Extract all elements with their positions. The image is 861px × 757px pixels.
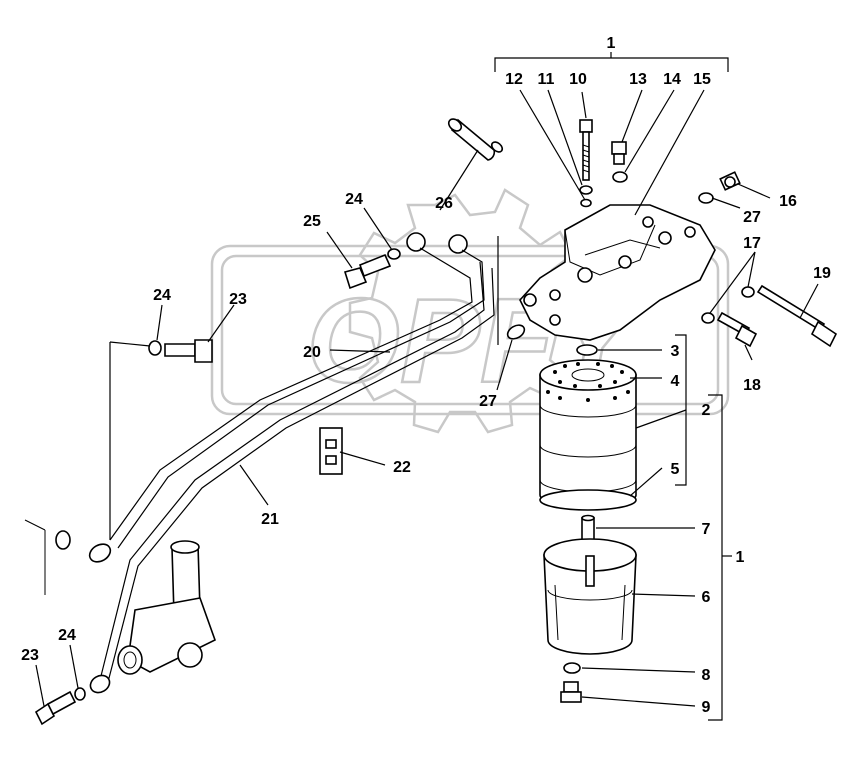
label-3: 3 [671, 343, 680, 360]
drain-plug-9 [560, 681, 582, 703]
label-11: 11 [538, 71, 555, 88]
filter-element [539, 359, 637, 508]
filter-head [519, 204, 716, 341]
label-8: 8 [702, 667, 711, 684]
label-4: 4 [671, 373, 680, 390]
label-24-lower: 24 [58, 627, 76, 644]
label-26: 26 [435, 195, 453, 212]
label-19: 19 [813, 265, 831, 282]
sleeve-part [447, 118, 504, 161]
bolt-18 [716, 311, 758, 348]
washer-24-left [148, 340, 162, 356]
label-23-upper: 23 [229, 291, 247, 308]
plug-13 [611, 141, 627, 165]
washer-24-lower [74, 687, 86, 701]
washer-17-a [741, 286, 755, 298]
bolt-23-lower [34, 690, 77, 726]
callout-labels: 1 12 11 10 13 14 15 16 27 17 19 18 3 4 2… [21, 35, 831, 716]
plug-16 [719, 171, 741, 191]
label-2: 2 [702, 402, 711, 419]
label-24-left: 24 [153, 287, 171, 304]
washer-12 [580, 198, 592, 208]
label-1-top: 1 [607, 35, 616, 52]
label-20: 20 [303, 344, 321, 361]
bracket-side [708, 394, 723, 721]
bracket-top [494, 52, 729, 72]
bolt-10 [579, 119, 593, 181]
washer-27-top [698, 192, 714, 204]
label-21: 21 [261, 511, 279, 528]
bolt-19 [756, 284, 838, 348]
label-1-side: 1 [736, 549, 745, 566]
clip-22 [319, 427, 343, 475]
bolt-23-upper [164, 339, 213, 363]
side-washer [55, 530, 71, 550]
label-7: 7 [702, 521, 711, 538]
label-25: 25 [303, 213, 321, 230]
banjo-bolt-25 [343, 253, 392, 290]
label-27-top: 27 [743, 209, 761, 226]
label-27-lower: 27 [479, 393, 497, 410]
gasket-5 [539, 489, 637, 511]
label-6: 6 [702, 589, 711, 606]
label-9: 9 [702, 699, 711, 716]
label-24-top: 24 [345, 191, 363, 208]
label-5: 5 [671, 461, 680, 478]
label-15: 15 [693, 71, 711, 88]
washer-11 [579, 185, 593, 195]
pipe-20 [88, 232, 485, 563]
label-14: 14 [663, 71, 681, 88]
label-22: 22 [393, 459, 411, 476]
washer-24-top [387, 248, 401, 260]
washer-17-b [701, 312, 715, 324]
label-17: 17 [743, 235, 761, 252]
washer-27-lower [506, 324, 526, 340]
o-ring-3 [576, 344, 598, 356]
washer-8 [563, 662, 581, 674]
label-23-lower: 23 [21, 647, 39, 664]
bowl-6 [543, 538, 637, 655]
label-13: 13 [629, 71, 647, 88]
pipe-21 [89, 261, 495, 694]
pump-fitting [117, 540, 216, 675]
leader-lines [35, 89, 819, 707]
label-12: 12 [505, 71, 523, 88]
label-16: 16 [779, 193, 797, 210]
label-18: 18 [743, 377, 761, 394]
washer-14 [612, 171, 628, 183]
label-10: 10 [569, 71, 587, 88]
